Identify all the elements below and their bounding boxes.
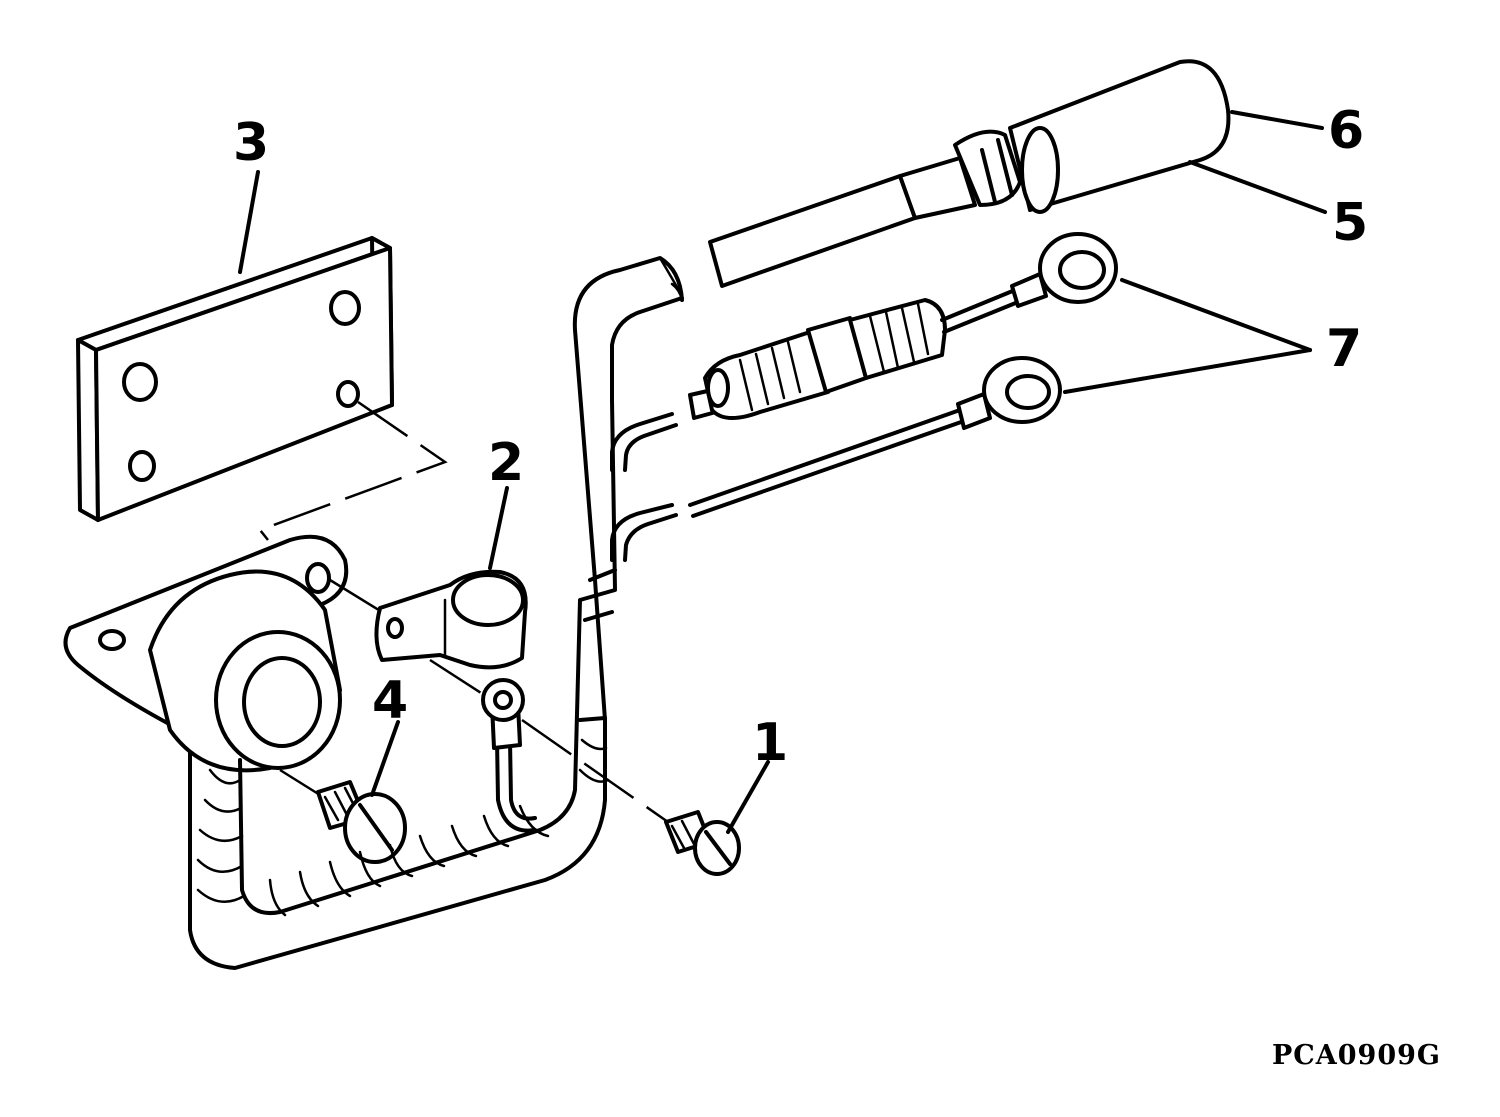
callout-1: 1 — [752, 713, 788, 773]
leader-line-5 — [1188, 160, 1327, 214]
assembly-guide-screw-small — [521, 718, 669, 824]
ground-wire — [481, 678, 537, 833]
cable-clamp — [374, 569, 528, 670]
connector-plug — [708, 59, 1231, 288]
mounting-plate — [76, 236, 394, 522]
assembly-guide-bracket — [329, 578, 383, 614]
leader-line-3 — [238, 170, 260, 274]
leader-line-7a — [1120, 278, 1312, 352]
fuse-holder-wire — [610, 232, 1118, 472]
callout-4: 4 — [372, 671, 408, 731]
break-marks — [658, 256, 684, 302]
terminal-wire — [610, 356, 1062, 562]
callout-5: 5 — [1332, 193, 1368, 253]
callout-7: 7 — [1326, 319, 1362, 379]
figure-code: PCA0909G — [1272, 1040, 1441, 1071]
leader-line-4 — [370, 720, 400, 797]
screw-small — [664, 810, 741, 876]
leader-line-2 — [488, 486, 509, 570]
leader-line-1 — [726, 760, 770, 834]
assembly-guide-clamp — [429, 658, 493, 702]
leader-lines — [238, 110, 1327, 834]
assembly-guide-plate — [257, 400, 448, 541]
callout-2: 2 — [488, 433, 524, 493]
callout-6: 6 — [1328, 101, 1364, 161]
assembly-guide-screw-large — [279, 768, 321, 797]
callout-3: 3 — [233, 113, 269, 173]
leader-line-7b — [1063, 348, 1312, 394]
leader-line-6 — [1230, 110, 1324, 130]
receptacle-socket — [63, 534, 349, 773]
